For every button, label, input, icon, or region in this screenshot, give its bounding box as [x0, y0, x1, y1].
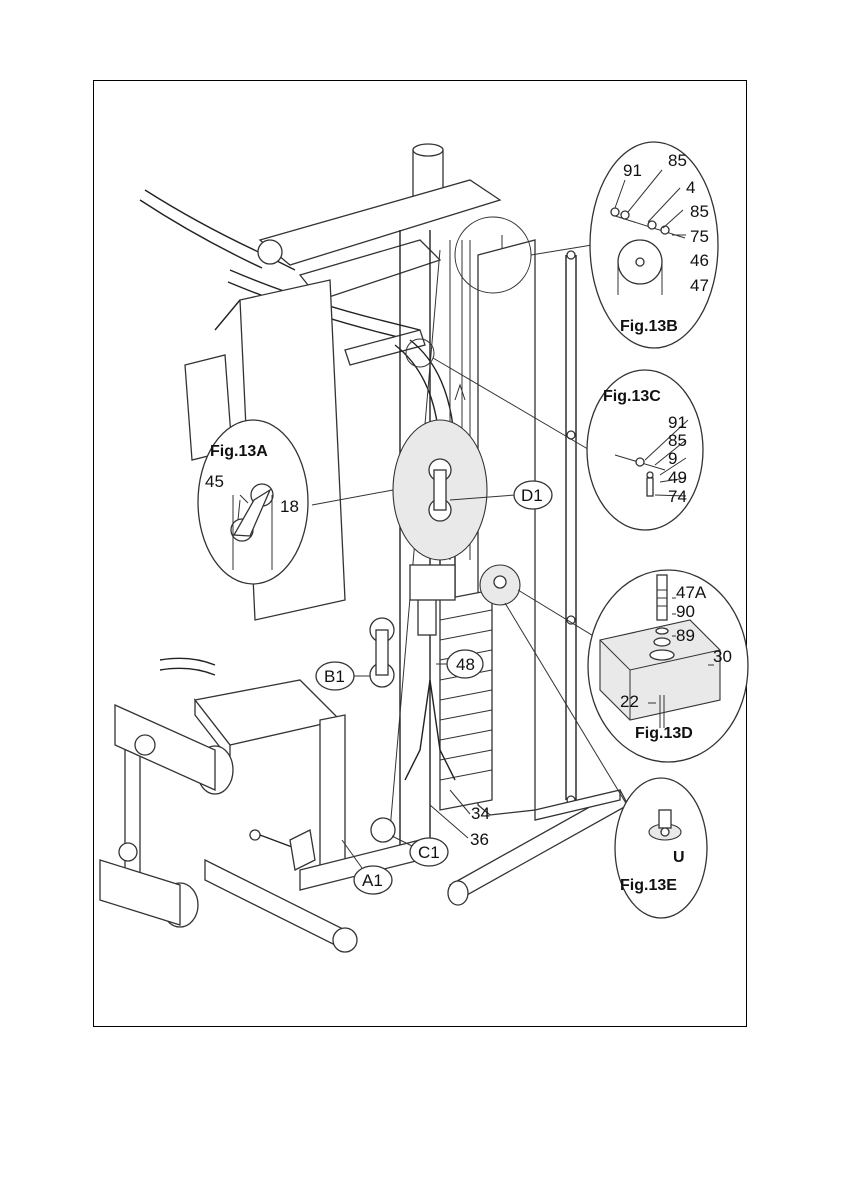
label-74: 74	[668, 487, 687, 506]
svg-text:C1: C1	[418, 843, 440, 862]
label-90: 90	[676, 602, 695, 621]
label-75: 75	[690, 227, 709, 246]
fig-13c-title: Fig.13C	[603, 388, 661, 405]
svg-text:A1: A1	[362, 871, 383, 890]
label-36: 36	[470, 830, 489, 849]
label-45: 45	[205, 472, 224, 491]
label-22: 22	[620, 692, 639, 711]
svg-text:B1: B1	[324, 667, 345, 686]
label-4: 4	[686, 178, 695, 197]
fig-13d-title: Fig.13D	[635, 725, 693, 742]
fig-13a-title: Fig.13A	[210, 443, 268, 460]
svg-text:48: 48	[456, 655, 475, 674]
fig-13a-detail: Fig.13A 45 18	[198, 420, 308, 584]
weight-plates	[440, 590, 492, 810]
fig-13b-title: Fig.13B	[620, 318, 678, 335]
label-89: 89	[676, 626, 695, 645]
label-u: U	[673, 849, 685, 866]
label-47: 47	[690, 276, 709, 295]
fig-13d-detail: 47A 90 89 30 22 Fig.13D	[588, 570, 748, 762]
label-18: 18	[280, 497, 299, 516]
fig-13b-detail: 91 85 4 85 75 46 47 Fig.13B	[590, 142, 718, 348]
fig-13e-title: Fig.13E	[620, 877, 677, 894]
label-91: 91	[623, 161, 642, 180]
label-34: 34	[471, 804, 490, 823]
label-49: 49	[668, 468, 687, 487]
label-85-top: 85	[668, 151, 687, 170]
label-9: 9	[668, 449, 677, 468]
label-85-mid: 85	[690, 202, 709, 221]
callout-d1: D1	[514, 481, 552, 509]
callout-b1: B1	[316, 662, 370, 690]
label-46: 46	[690, 251, 709, 270]
label-85-c: 85	[668, 431, 687, 450]
machine-drawing	[100, 144, 628, 952]
label-47a: 47A	[676, 583, 707, 602]
label-30: 30	[713, 647, 732, 666]
pulley-c1	[371, 818, 395, 842]
column-cap	[413, 144, 443, 156]
label-91-c: 91	[668, 413, 687, 432]
seat-post	[320, 715, 345, 875]
fig-13e-detail: U Fig.13E	[615, 778, 707, 918]
fig-13c-detail: Fig.13C 91 85 9 49 74	[587, 370, 703, 530]
svg-text:D1: D1	[521, 486, 543, 505]
